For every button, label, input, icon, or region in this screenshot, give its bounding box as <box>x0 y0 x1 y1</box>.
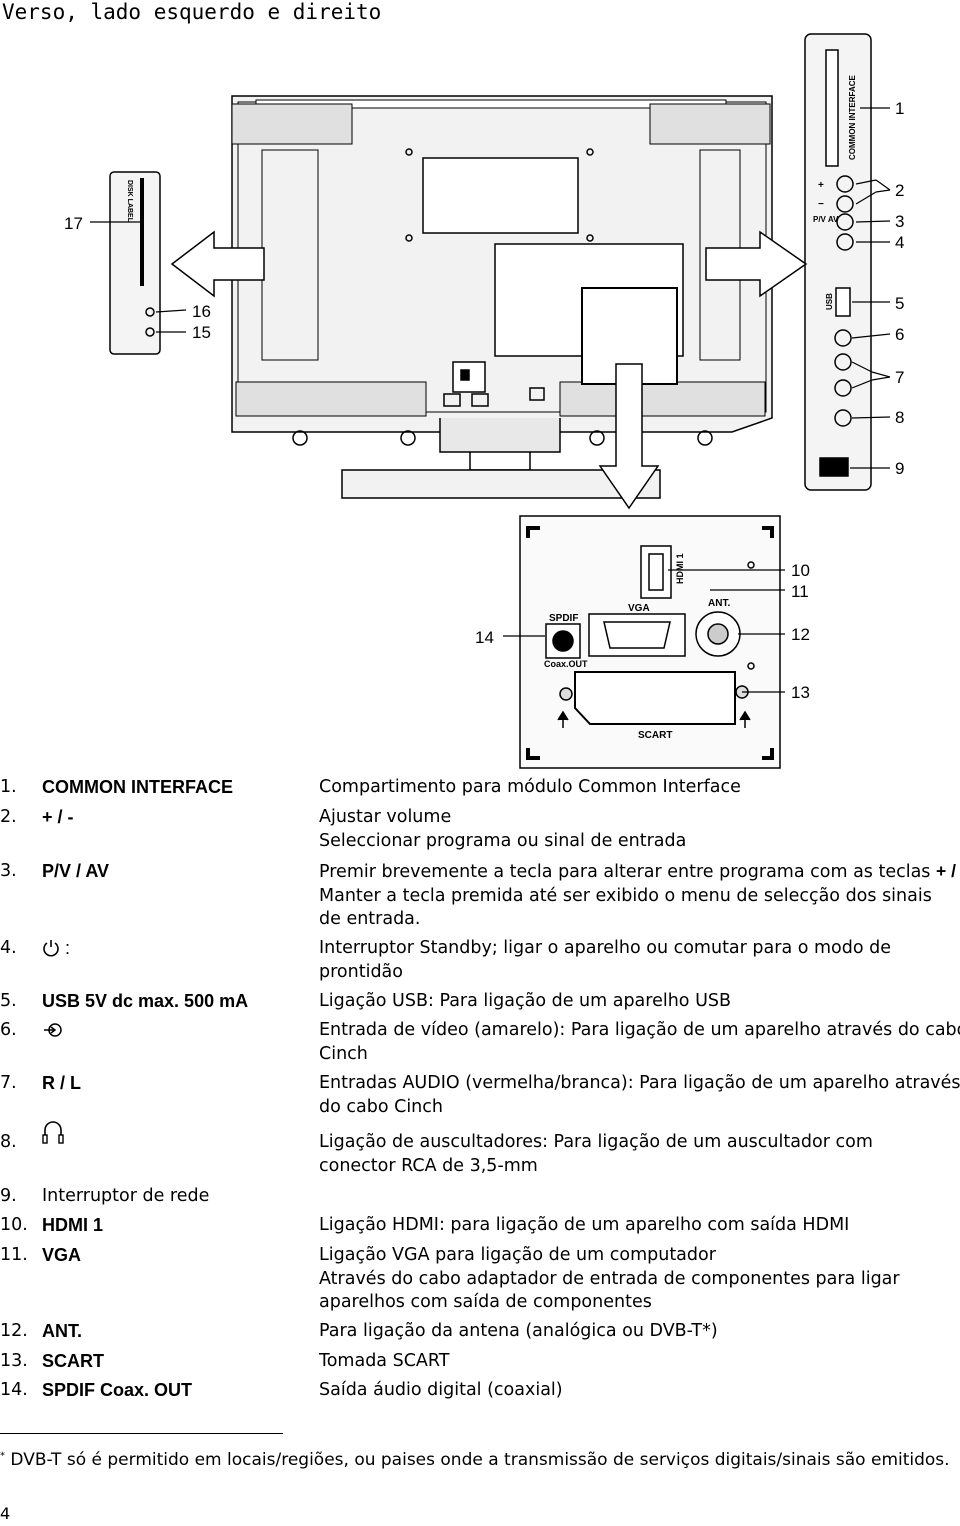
callout-12: 12 <box>791 625 810 644</box>
footnote: * DVB-T só é permitido em locais/regiões… <box>0 1450 950 1470</box>
callout-1: 1 <box>895 99 904 118</box>
item-term: USB 5V dc max. 500 mA <box>42 991 249 1011</box>
callout-8: 8 <box>895 408 904 427</box>
video-input-icon <box>44 1023 62 1037</box>
direction-arrows <box>170 230 808 510</box>
callout-15: 15 <box>192 323 211 342</box>
callout-2: 2 <box>895 181 904 200</box>
item-term: Interruptor de rede <box>42 1186 210 1206</box>
vga-label: VGA <box>628 603 650 614</box>
callout-13: 13 <box>791 683 810 702</box>
headphones-icon <box>42 1121 64 1144</box>
tv-back-panel <box>231 95 773 499</box>
down-arrow <box>598 363 660 510</box>
callout-5: 5 <box>895 294 904 313</box>
callout-4: 4 <box>895 233 904 252</box>
disk-label: DISK LABEL <box>126 180 133 223</box>
callout-10: 10 <box>791 561 810 580</box>
right-side-panel <box>804 33 872 491</box>
item-term: + / - <box>42 807 74 827</box>
power-icon <box>43 940 59 957</box>
footnote-divider <box>0 1433 283 1434</box>
left-side-panel <box>109 171 161 355</box>
usb-side-label: USB <box>825 293 834 310</box>
item-term: VGA <box>42 1245 82 1265</box>
spdif-label: SPDIF <box>549 613 578 624</box>
bottom-connector-panel <box>519 515 781 769</box>
callout-11: 11 <box>791 582 809 601</box>
coax-out-label: Coax.OUT <box>544 659 588 669</box>
callout-7: 7 <box>895 368 904 387</box>
page-title: Verso, lado esquerdo e direito <box>2 0 382 24</box>
callout-16: 16 <box>192 302 211 321</box>
common-interface-label: COMMON INTERFACE <box>848 74 857 160</box>
item-term: R / L <box>42 1073 81 1093</box>
callout-lines <box>90 107 891 693</box>
item-term: P/V / AV <box>42 861 110 881</box>
callout-14: 14 <box>475 628 494 647</box>
plus-label: + <box>818 180 824 191</box>
callout-6: 6 <box>895 325 904 344</box>
item-term: ANT. <box>42 1321 82 1341</box>
callout-9: 9 <box>895 459 904 478</box>
tv-rear-diagram: COMMON INTERFACE USB P/V AV + − DISK LAB… <box>64 33 904 769</box>
scart-label: SCART <box>638 730 672 741</box>
item-term: SPDIF Coax. OUT <box>42 1380 193 1400</box>
item-term: COMMON INTERFACE <box>42 777 233 797</box>
right-arrow <box>705 230 808 298</box>
ant-label: ANT. <box>708 598 730 609</box>
callout-3: 3 <box>895 212 904 231</box>
left-arrow <box>170 230 265 298</box>
callout-17: 17 <box>64 214 83 233</box>
pv-av-label: P/V AV <box>813 215 839 224</box>
page-number: 4 <box>0 1504 11 1523</box>
item-term: SCART <box>42 1351 104 1371</box>
minus-label: − <box>818 199 824 210</box>
item-term: HDMI 1 <box>42 1215 104 1235</box>
hdmi1-label: HDMI 1 <box>675 553 685 584</box>
